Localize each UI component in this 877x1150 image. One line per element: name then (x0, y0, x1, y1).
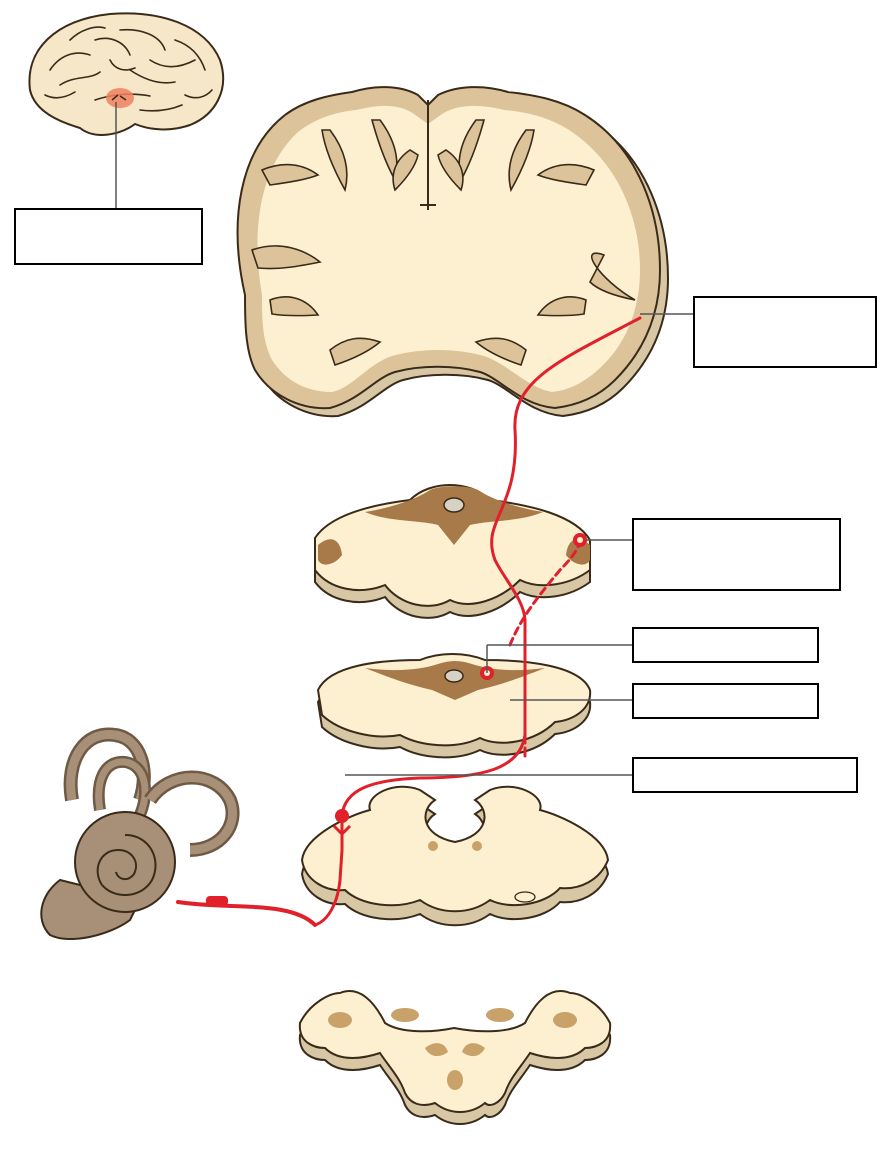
lateral-brain-illustration (29, 13, 223, 135)
auditory-cortex-label-box[interactable] (693, 296, 877, 368)
medulla-section (300, 991, 610, 1124)
medial-geniculate-label-box[interactable] (632, 518, 841, 591)
cochlear-nucleus-label-box[interactable] (632, 757, 858, 793)
cochlea-illustration (41, 734, 232, 939)
upper-pons-section (318, 654, 590, 757)
midbrain-section (315, 485, 590, 618)
auditory-cortex-highlight (106, 88, 134, 108)
coronal-brain-section (238, 87, 668, 416)
inferior-colliculus-label-box[interactable] (632, 627, 819, 663)
pons-section (302, 787, 608, 925)
lateral-brain-label-box[interactable] (14, 208, 203, 265)
lateral-lemniscus-label-box[interactable] (632, 683, 819, 719)
